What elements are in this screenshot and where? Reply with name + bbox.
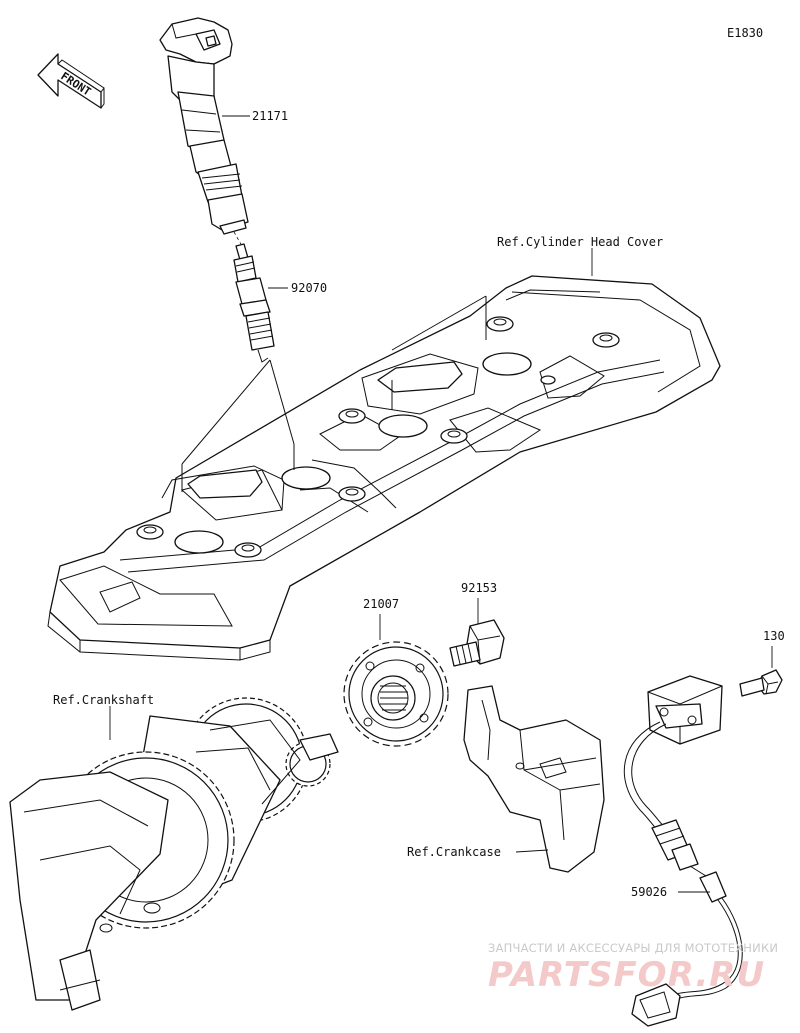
part-number-130[interactable]: 130 — [763, 629, 785, 643]
crankshaft-sensor[interactable] — [623, 675, 743, 1027]
watermark-brand: PARTSFOR.RU — [488, 955, 765, 995]
part-number-21007[interactable]: 21007 — [363, 597, 399, 611]
ref-crankshaft[interactable]: Ref.Crankshaft — [53, 693, 154, 707]
diagram-code: E1830 — [727, 26, 763, 40]
ref-cylinder-head-cover[interactable]: Ref.Cylinder Head Cover — [497, 235, 663, 249]
crankshaft — [9, 697, 339, 1011]
ignition-coil[interactable] — [159, 17, 249, 235]
ref-crankcase[interactable]: Ref.Crankcase — [407, 845, 501, 859]
part-number-21171[interactable]: 21171 — [252, 109, 288, 123]
sensor-bolt[interactable] — [739, 669, 783, 697]
watermark-tagline: ЗАПЧАСТИ И АКСЕССУАРЫ ДЛЯ МОТОТЕХНИКИ — [488, 941, 778, 955]
part-number-92153[interactable]: 92153 — [461, 581, 497, 595]
timing-rotor[interactable] — [343, 641, 449, 747]
part-number-59026[interactable]: 59026 — [631, 885, 667, 899]
crankcase — [463, 685, 605, 873]
cylinder-head-cover — [47, 275, 721, 661]
spark-plug[interactable] — [233, 243, 275, 363]
rotor-bolt[interactable] — [449, 619, 505, 667]
part-number-92070[interactable]: 92070 — [291, 281, 327, 295]
front-arrow-icon: FRONT — [37, 53, 105, 109]
